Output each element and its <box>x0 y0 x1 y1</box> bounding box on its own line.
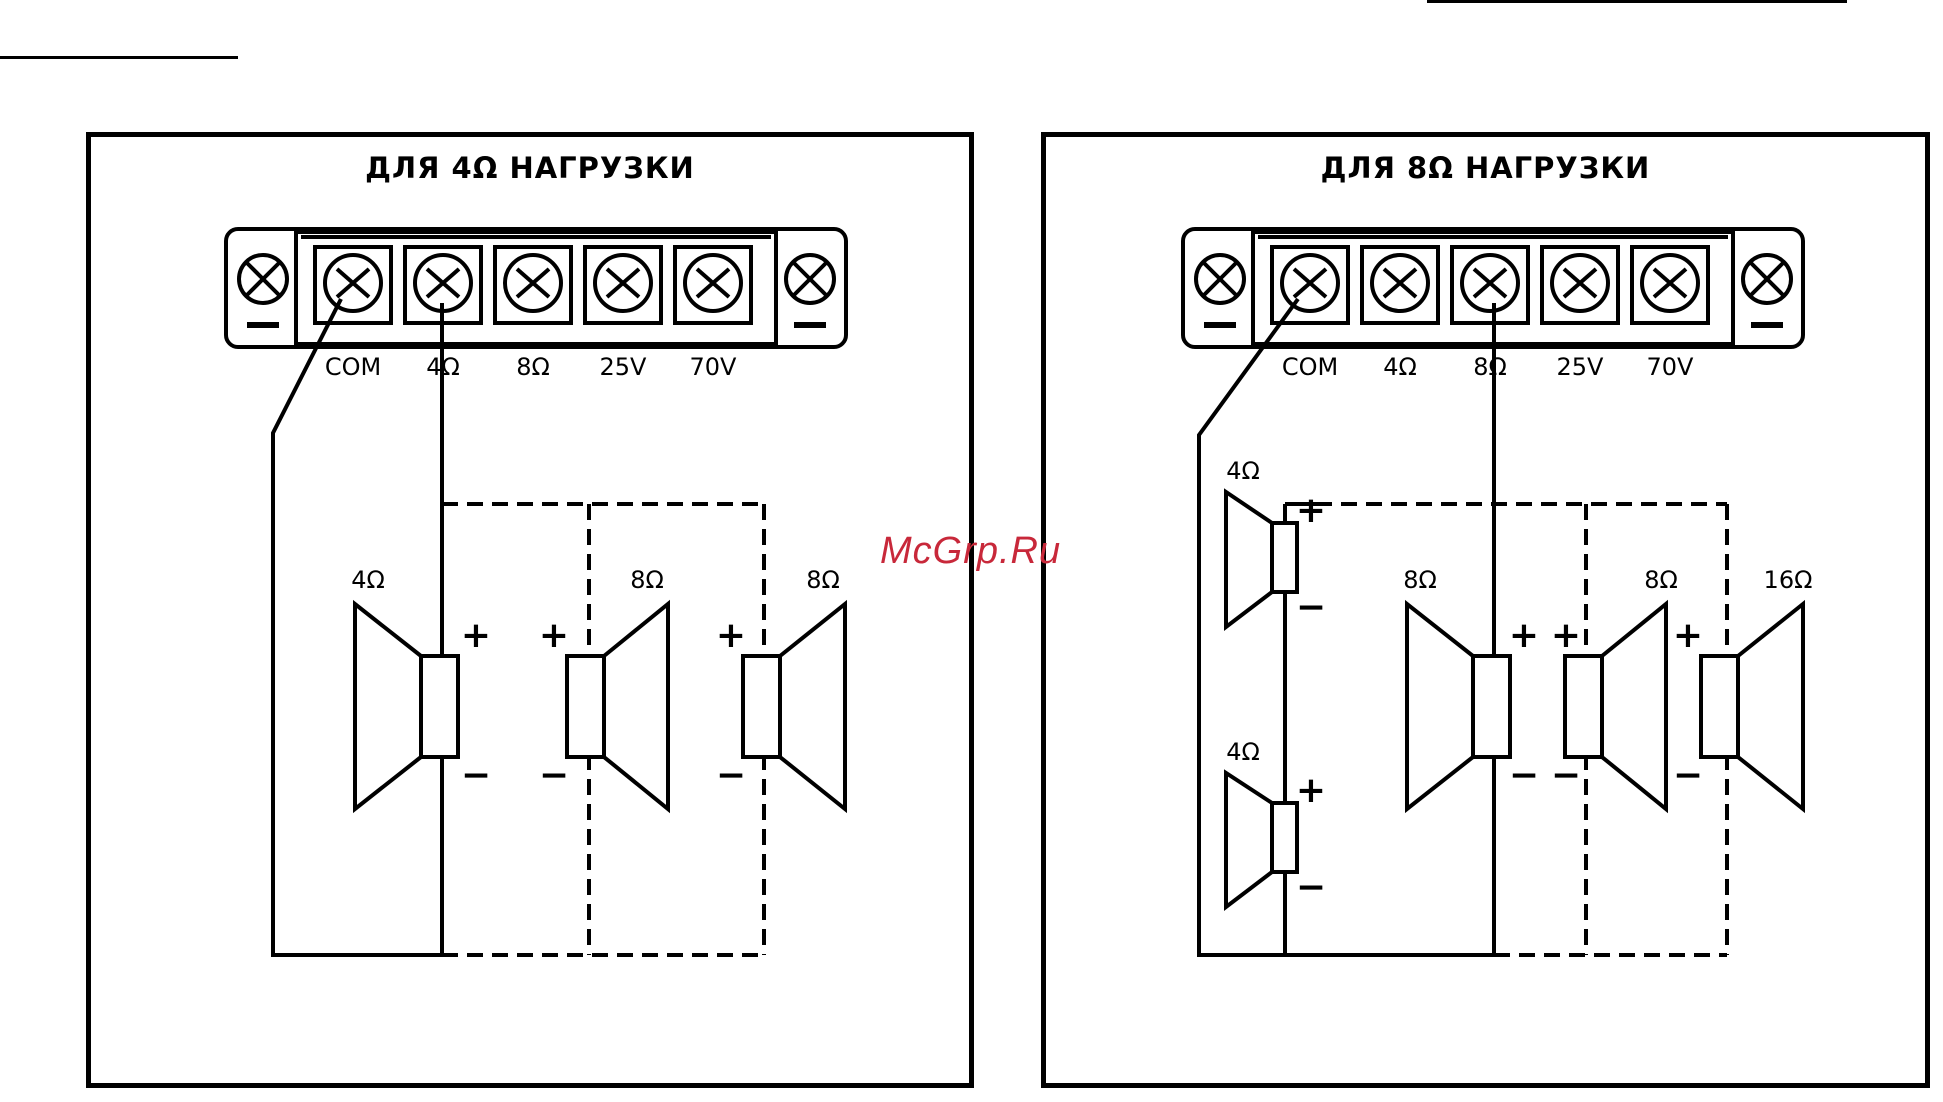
terminal-screws <box>1272 247 1708 323</box>
watermark: McGrp.Ru <box>880 530 1061 573</box>
plus-mark: + <box>461 615 491 656</box>
terminal-label-70v: 70V <box>690 353 738 381</box>
wiring-diagram-4ohm: COM 4Ω 8Ω 25V 70V 4Ω 8Ω <box>91 137 969 1083</box>
speaker-icon <box>1701 604 1803 809</box>
minus-mark: − <box>461 755 491 796</box>
terminal-label-25v: 25V <box>1557 353 1605 381</box>
end-screw-left-icon <box>239 255 287 325</box>
solid-wires <box>273 299 442 955</box>
speaker-label: 8Ω <box>630 566 664 594</box>
terminal-label-25v: 25V <box>600 353 648 381</box>
plus-mark: + <box>1551 615 1581 656</box>
minus-mark: − <box>539 755 569 796</box>
terminal-label-4ohm: 4Ω <box>1383 353 1417 381</box>
speaker-label: 8Ω <box>806 566 840 594</box>
minus-mark: − <box>1673 755 1703 796</box>
solid-wires <box>1199 299 1494 955</box>
speaker-label: 8Ω <box>1403 566 1437 594</box>
terminal-label-com: COM <box>1282 353 1338 381</box>
minus-mark: − <box>1296 867 1326 908</box>
minus-mark: − <box>1296 587 1326 628</box>
plus-mark: + <box>539 615 569 656</box>
speaker-label: 4Ω <box>1226 457 1260 485</box>
minus-mark: − <box>1551 755 1581 796</box>
speaker-label: 4Ω <box>1226 738 1260 766</box>
plus-mark: + <box>1296 770 1326 811</box>
end-screw-right-icon <box>786 255 834 325</box>
speaker-icon <box>743 604 845 809</box>
wiring-diagram-8ohm: COM 4Ω 8Ω 25V 70V <box>1046 137 1925 1083</box>
top-right-rule <box>1427 0 1847 3</box>
speaker-label: 4Ω <box>351 566 385 594</box>
end-screw-left-icon <box>1196 255 1244 325</box>
panel-4ohm-load: ДЛЯ 4Ω НАГРУЗКИ <box>86 132 974 1088</box>
top-left-rule <box>0 56 238 59</box>
speaker-label: 8Ω <box>1644 566 1678 594</box>
minus-mark: − <box>1509 755 1539 796</box>
speaker-icon <box>567 604 668 809</box>
terminal-label-com: COM <box>325 353 381 381</box>
minus-mark: − <box>716 755 746 796</box>
plus-mark: + <box>1296 490 1326 531</box>
end-screw-right-icon <box>1743 255 1791 325</box>
speaker-label: 16Ω <box>1764 566 1813 594</box>
terminal-label-8ohm: 8Ω <box>1473 353 1507 381</box>
terminal-screws <box>315 247 751 323</box>
plus-mark: + <box>1673 615 1703 656</box>
plus-mark: + <box>1509 615 1539 656</box>
terminal-label-8ohm: 8Ω <box>516 353 550 381</box>
plus-mark: + <box>716 615 746 656</box>
panel-8ohm-load: ДЛЯ 8Ω НАГРУЗКИ <box>1041 132 1930 1088</box>
terminal-label-70v: 70V <box>1647 353 1695 381</box>
